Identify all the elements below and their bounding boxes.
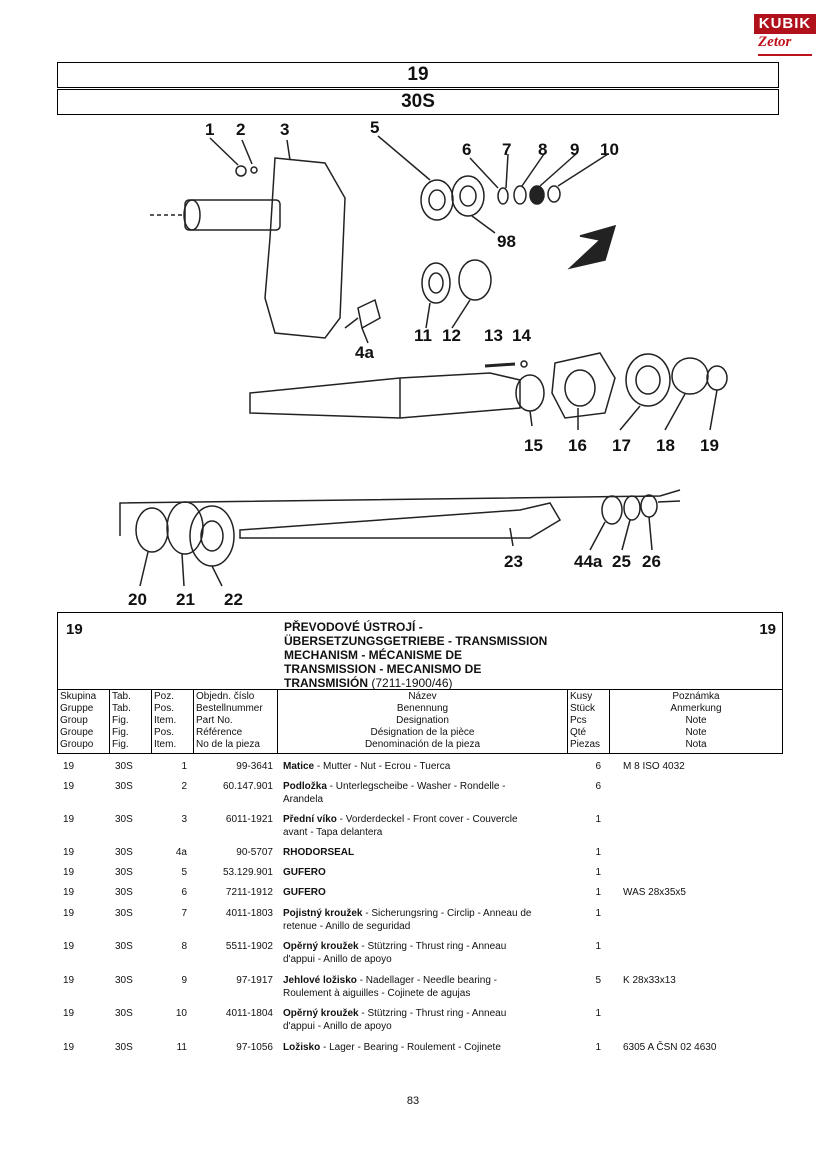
callout-18: 18 — [656, 436, 675, 455]
callout-1: 1 — [205, 120, 215, 139]
callout-14: 14 — [512, 326, 531, 345]
bearing-17-part — [625, 353, 671, 407]
callout-19: 19 — [700, 436, 719, 455]
callout-5: 5 — [370, 118, 380, 137]
callout-26: 26 — [642, 552, 661, 571]
group-number-left: 19 — [66, 621, 83, 638]
section-title: PŘEVODOVÉ ÚSTROJÍ - ÜBERSETZUNGSGETRIEBE… — [284, 620, 604, 690]
ring-19-part — [706, 365, 728, 391]
table-header: 30S — [57, 89, 779, 115]
housing-16-part — [551, 352, 616, 419]
title-line: MECHANISM - MÉCANISME DE — [284, 648, 463, 662]
needle-bearing-9-part — [529, 185, 545, 205]
circlip-7-part — [497, 187, 509, 205]
front-cover-part — [264, 157, 346, 339]
diagram-drawing — [119, 135, 728, 587]
ring-21-part — [166, 501, 204, 555]
logo-underline — [758, 54, 812, 56]
circlip-20-part — [135, 507, 169, 553]
callout-25: 25 — [612, 552, 631, 571]
lower-frame-line — [119, 489, 681, 536]
cover-shaft-end — [183, 199, 201, 231]
callout-98: 98 — [497, 232, 516, 251]
bearing-22-part — [189, 505, 235, 567]
callout-7: 7 — [502, 140, 512, 159]
callout-9: 9 — [570, 140, 580, 159]
gufero-6-part — [451, 175, 485, 217]
kubik-zetor-logo: KUBIK Zetor — [754, 14, 816, 60]
ring-25-part — [623, 495, 641, 521]
callout-15: 15 — [524, 436, 543, 455]
callout-6: 6 — [462, 140, 472, 159]
callout-10: 10 — [600, 140, 619, 159]
gufero-5-part — [420, 179, 454, 221]
callout-44a: 44a — [574, 552, 603, 571]
callout-16: 16 — [568, 436, 587, 455]
bearing-11-part — [421, 262, 451, 304]
group-number-right: 19 — [759, 621, 776, 638]
exploded-parts-diagram: 1 2 3 5 6 7 8 9 10 98 4a 11 12 13 14 15 … — [100, 118, 780, 613]
callout-20: 20 — [128, 590, 147, 609]
page-number: 83 — [406, 1095, 420, 1107]
group-header: 19 — [57, 62, 779, 88]
shaft-23-part — [239, 502, 562, 539]
callout-17: 17 — [612, 436, 631, 455]
washer-part — [250, 166, 258, 174]
callout-3: 3 — [280, 120, 290, 139]
title-line: TRANSMISSION - MECANISMO DE — [284, 662, 482, 676]
callout-12: 12 — [442, 326, 461, 345]
callout-11: 11 — [414, 326, 432, 345]
callout-23: 23 — [504, 552, 523, 571]
title-line: PŘEVODOVÉ ÚSTROJÍ - — [284, 620, 423, 634]
main-shaft-part — [249, 372, 521, 419]
bearing-44a-part — [601, 495, 623, 525]
rhodorseal-part — [357, 298, 381, 330]
parts-table-header: 19 19 PŘEVODOVÉ ÚSTROJÍ - ÜBERSETZUNGSGE… — [57, 612, 783, 754]
callout-4a: 4a — [355, 343, 374, 362]
col-poz: Poz.Pos.Item.Pos.Item. — [152, 690, 194, 754]
nut-part — [235, 165, 247, 177]
title-code: (7211-1900/46) — [371, 676, 453, 690]
callout-2: 2 — [236, 120, 246, 139]
col-tab: Tab.Tab.Fig.Fig.Fig. — [110, 690, 152, 754]
callout-22: 22 — [224, 590, 243, 609]
direction-arrow — [567, 224, 617, 270]
callout-13: 13 — [484, 326, 503, 345]
kubik-wordmark: KUBIK — [754, 14, 816, 34]
title-line: ÜBERSETZUNGSGETRIEBE - TRANSMISSION — [284, 634, 548, 648]
circlip-18-part — [671, 357, 709, 395]
callout-21: 21 — [176, 590, 195, 609]
thrust-ring-8-part — [513, 185, 527, 205]
callout-8: 8 — [538, 140, 548, 159]
cover-shaft-part — [184, 199, 281, 231]
title-line: TRANSMISIÓN (7211-1900/46) — [284, 676, 453, 690]
zetor-wordmark: Zetor — [758, 34, 792, 50]
ring-26-part — [640, 494, 658, 518]
thrust-ring-10-part — [547, 185, 561, 203]
circlip-12-part — [458, 259, 492, 301]
